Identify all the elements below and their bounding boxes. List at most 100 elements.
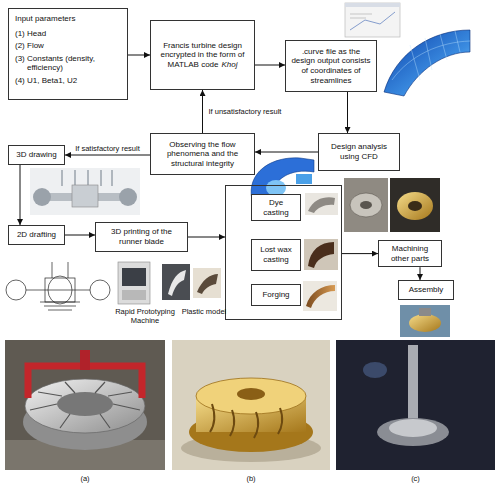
die-casting-photo	[305, 193, 338, 215]
volute-cfd-image	[296, 174, 312, 184]
machined-parts-photo	[344, 178, 440, 232]
plastic-model-photo	[193, 268, 221, 298]
turbine-3d-drawing	[61, 170, 63, 186]
flow-arrow	[420, 267, 421, 280]
box-text: Khoj	[221, 60, 237, 69]
runner-photo-a	[28, 366, 142, 398]
runner-photo-c	[363, 362, 387, 378]
machined-parts-photo	[350, 193, 382, 217]
plastic-model-photo	[168, 270, 186, 296]
process-box: Machining other parts	[378, 240, 442, 267]
turbine-3d-drawing	[72, 185, 98, 207]
box-text: (3) Constants (density, efficiency)	[15, 54, 121, 73]
flow-arrow	[65, 155, 150, 156]
process-box: 3D drawing	[8, 145, 65, 165]
blade-mesh-image	[410, 31, 460, 80]
assembly-photo	[400, 305, 450, 337]
flow-arrow	[202, 90, 203, 133]
software-screenshot	[350, 18, 366, 19]
die-casting-photo	[305, 193, 338, 215]
box-text: Observing the flow phenomena and the str…	[155, 140, 250, 169]
runner-photo-c	[377, 418, 449, 446]
turbine-2d-drafting	[45, 278, 75, 302]
plastic-model-photo	[197, 274, 218, 294]
turbine-2d-drafting	[26, 290, 90, 291]
rapid-prototyping-machine	[122, 268, 146, 286]
box-text: Input parameters	[15, 14, 75, 24]
text-line: Francis turbine design encrypted in the …	[155, 41, 250, 70]
assembly-photo	[400, 305, 450, 337]
box-text: (1) Head	[15, 29, 46, 39]
rapid-prototyping-machine	[118, 262, 150, 304]
box-text: 3D drawing	[16, 150, 56, 160]
runner-photo-c	[336, 340, 495, 470]
process-box: Design analysis using CFD	[318, 133, 400, 171]
runner-photo-b	[172, 340, 330, 470]
flow-arrow	[128, 55, 150, 56]
runner-photo-b	[237, 388, 265, 400]
runner-photo-b	[210, 404, 282, 438]
software-screenshot	[345, 3, 400, 7]
box-text: Machining other parts	[383, 244, 437, 263]
process-box: Dye casting	[251, 194, 301, 221]
turbine-2d-drafting	[40, 302, 80, 303]
panel-label: (c)	[336, 474, 495, 483]
software-screenshot	[345, 3, 400, 37]
turbine-2d-drafting	[48, 310, 72, 311]
panel-label: (a)	[5, 474, 165, 483]
rapid-prototyping-machine	[118, 262, 150, 304]
box-text: Lost wax casting	[256, 245, 296, 264]
turbine-3d-drawing	[30, 168, 140, 215]
turbine-3d-drawing	[30, 168, 140, 215]
blade-mesh-image	[392, 41, 470, 80]
photo-caption: Rapid Prototyping Machine	[112, 307, 178, 325]
box-text: Design analysis using CFD	[323, 142, 395, 161]
box-text: Assembly	[409, 285, 444, 295]
photo-caption: Plastic model	[176, 307, 232, 316]
runner-photo-b	[172, 340, 330, 470]
assembly-photo	[409, 314, 441, 332]
lost-wax-casting-photo	[304, 239, 338, 270]
turbine-2d-drafting	[6, 262, 110, 310]
box-text: 2D drafting	[17, 230, 56, 240]
flow-arrow	[20, 165, 21, 225]
flow-arrow	[347, 92, 348, 133]
flow-arrow	[188, 237, 225, 238]
runner-photo-a	[30, 382, 140, 428]
machined-parts-photo	[408, 201, 422, 211]
process-box: .curve file as the design output consist…	[285, 40, 377, 92]
lost-wax-casting-photo	[308, 242, 334, 268]
runner-photo-c	[408, 345, 418, 430]
process-box: Forging	[251, 284, 301, 306]
machined-parts-photo	[397, 192, 433, 220]
box-text: .curve file as the design output consist…	[290, 47, 372, 85]
turbine-3d-drawing	[111, 170, 113, 186]
plastic-model-photo	[162, 264, 221, 300]
turbine-3d-drawing	[74, 170, 76, 186]
turbine-3d-drawing	[87, 170, 89, 186]
forging-photo	[303, 281, 337, 311]
edge-label: If satisfactory result	[74, 144, 141, 153]
runner-photo-c	[389, 419, 437, 437]
blade-mesh-image	[384, 30, 470, 96]
software-screenshot	[350, 12, 395, 30]
process-box: 2D drafting	[8, 225, 65, 245]
blade-mesh-image	[384, 30, 470, 96]
machined-parts-photo	[344, 178, 388, 232]
box-text: 3D printing of the runner blade	[100, 227, 183, 246]
plastic-model-photo	[162, 264, 190, 300]
flow-arrow	[65, 235, 95, 236]
edge-label: If unsatisfactory result	[208, 107, 283, 116]
runner-photo-a	[25, 379, 145, 433]
machined-parts-photo	[390, 178, 440, 232]
turbine-2d-drafting	[44, 306, 76, 307]
input-box: Input parameters (1) Head (2) Flow (3) Cons…	[8, 8, 128, 100]
runner-photo-a	[57, 392, 113, 416]
turbine-2d-drafting	[48, 276, 72, 304]
group-box: Dye castingLost wax castingForging	[225, 185, 342, 320]
lost-wax-casting-photo	[304, 239, 338, 270]
process-box: Francis turbine design encrypted in the …	[150, 20, 255, 90]
box-text: (2) Flow	[15, 41, 44, 51]
process-box: Observing the flow phenomena and the str…	[150, 133, 255, 175]
die-casting-photo	[308, 197, 335, 213]
